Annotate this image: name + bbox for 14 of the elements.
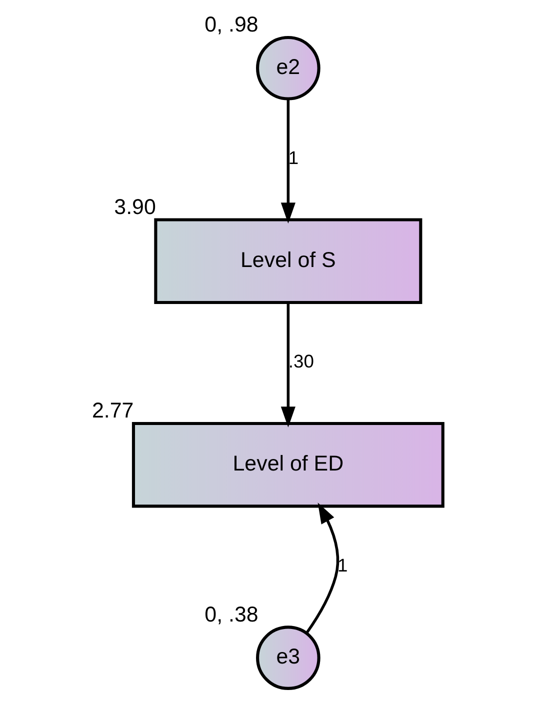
edge-label: 1 xyxy=(337,554,348,576)
arrow xyxy=(280,302,296,428)
node-label: 3.90 xyxy=(114,194,156,219)
edge-label: 1 xyxy=(288,147,299,168)
node-box: Level of S xyxy=(154,218,422,304)
node-label: 2.77 xyxy=(92,398,134,423)
node-label: 0, .98 xyxy=(204,12,258,37)
node-label: 0, .38 xyxy=(204,602,258,626)
node-circle: e2 xyxy=(256,36,320,100)
edge-label: .30 xyxy=(288,350,314,372)
node-box: Level of ED xyxy=(132,422,444,508)
node-circle: e3 xyxy=(256,626,320,690)
arrow xyxy=(306,502,340,634)
arrow xyxy=(280,98,296,224)
